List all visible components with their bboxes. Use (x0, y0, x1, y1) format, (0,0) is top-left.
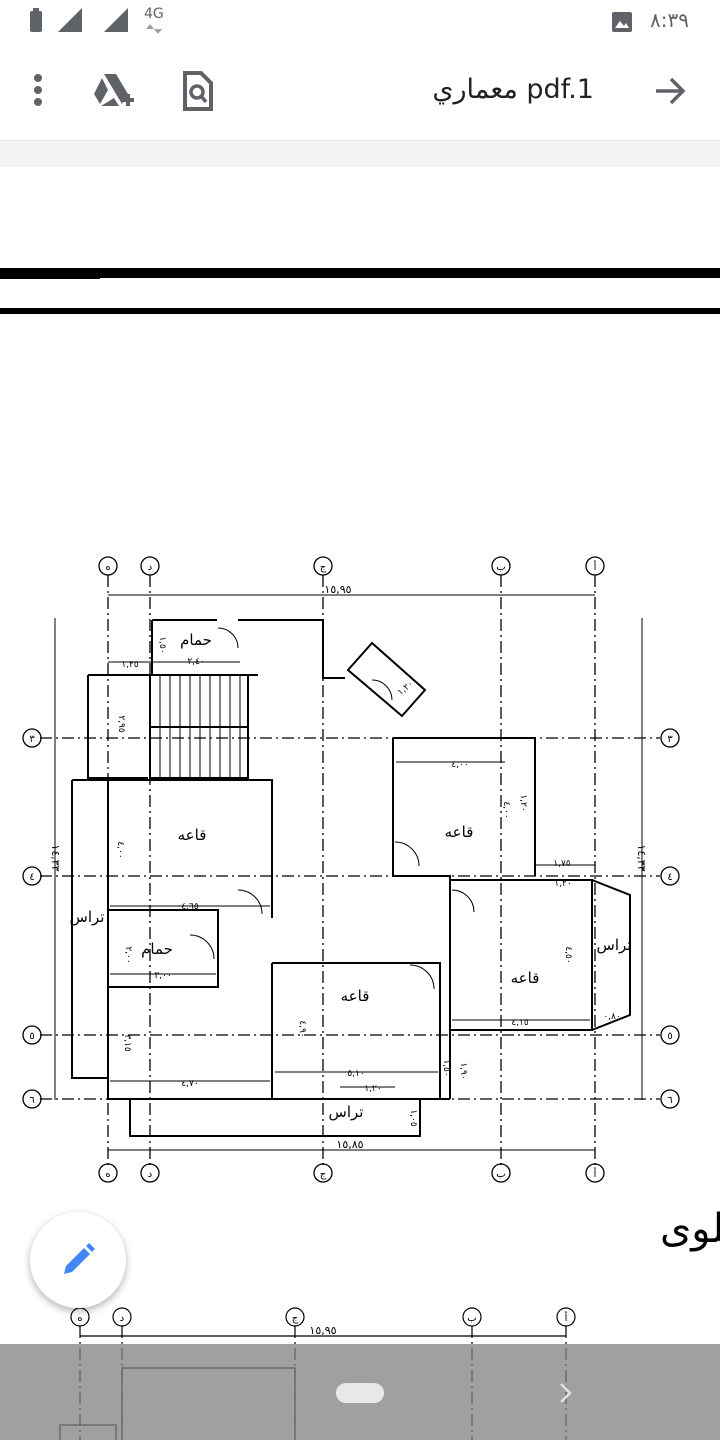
dim-9: ٤,٦٥ (181, 902, 199, 912)
axis-label-right-4: ٤ (667, 872, 672, 883)
overall-dim-right: ١٤,٣٣ (635, 844, 648, 871)
pencil-icon (64, 1243, 95, 1274)
data-arrows-icon (146, 24, 162, 34)
room-hall-right: قاعه (445, 823, 474, 841)
axis-label-right-6: ٦ (667, 1095, 672, 1106)
battery-icon (30, 8, 42, 32)
axis-label-bottom-b: ب (496, 1169, 505, 1180)
next-axis-j: ج (292, 1313, 299, 1324)
dim-16: ٤,٩٠ (297, 1020, 307, 1037)
dim-25: ١,٥٠ (441, 1059, 451, 1076)
home-gesture-pill[interactable] (336, 1383, 384, 1403)
axis-label-right-3: ٣ (667, 734, 673, 745)
overall-dim-bottom: ١٥,٨٥ (336, 1138, 363, 1151)
axis-label-left-6: ٦ (29, 1095, 34, 1106)
dim-17: ٥,١٠ (347, 1069, 364, 1079)
back-arrow-icon[interactable] (654, 76, 686, 106)
dim-20: ٣,١٥ (122, 1034, 132, 1052)
dim-24: ١,٢٠ (396, 679, 416, 698)
room-bath-left: حمام (141, 940, 173, 958)
dim-11: ٣,٠٠ (154, 971, 171, 981)
app-bar: pdf.1 معماري (0, 44, 720, 141)
dim-2: ٢,٤٠ (187, 657, 204, 667)
next-overall-dim: ١٥,٩٥ (309, 1324, 336, 1337)
axis-label-top-d: د (148, 562, 152, 573)
dim-21: ١,٩٠ (458, 1062, 468, 1079)
frame-line-thick (0, 268, 720, 278)
axis-label-top-b: ب (496, 562, 505, 573)
axis-label-top-a: أ (594, 560, 597, 573)
next-axis-h: ه (77, 1313, 82, 1324)
dim-5: ٤,٠٠ (451, 760, 468, 770)
toolbar-divider (0, 141, 720, 167)
room-hall-center: قاعه (341, 987, 370, 1005)
axis-label-left-5: ٥ (29, 1031, 34, 1042)
dim-1: ١,٢٥ (121, 660, 139, 670)
clock: ٨:٣٩ (650, 8, 689, 32)
axis-label-bottom-a: أ (594, 1167, 597, 1180)
dim-23: ١,٢٠ (554, 879, 571, 889)
chevron-right-icon[interactable] (556, 1380, 576, 1406)
dim-19: ٤,٧٠ (181, 1079, 198, 1089)
dim-10: ٤,٠٠ (115, 841, 125, 858)
find-in-page-icon[interactable] (180, 71, 214, 113)
signal-icon-2 (104, 8, 128, 32)
room-terrace-right: تراس (597, 936, 632, 954)
axis-label-right-5: ٥ (667, 1031, 672, 1042)
dim-18: ١,٢٠ (364, 1084, 381, 1094)
axis-label-bottom-h: ه (105, 1169, 110, 1180)
axis-label-left-4: ٤ (29, 872, 34, 883)
room-terrace-left: تراس (70, 908, 105, 926)
room-terrace-bottom: تراس (329, 1103, 364, 1121)
room-hall-east: قاعه (511, 969, 540, 987)
axis-label-top-h: ه (105, 562, 110, 573)
overall-dim-top: ١٥,٩٥ (324, 583, 351, 596)
dim-15: ٠,٨٠ (603, 1012, 620, 1022)
edit-fab-button[interactable] (30, 1212, 126, 1308)
stairs (150, 675, 248, 778)
frame-line (0, 308, 720, 314)
axis-label-bottom-j: ج (320, 1169, 327, 1180)
dim-14: ٤,٥٠ (563, 946, 573, 963)
more-vert-icon[interactable] (26, 72, 50, 112)
walls (71, 619, 631, 1137)
axis-label-bottom-d: د (148, 1169, 152, 1180)
room-hall-left: قاعه (178, 826, 207, 844)
axis-grid (22, 556, 680, 1183)
next-axis-d: د (120, 1313, 124, 1324)
next-axis-a: أ (565, 1311, 568, 1324)
plan-heading: المسقط الافقى الدور الاول علوى (660, 1206, 720, 1252)
dim-3: ١,٥٠ (157, 636, 167, 653)
dim-6: ١,٢٠ (518, 794, 528, 811)
dim-7: ٤,٠٠ (501, 801, 511, 818)
dim-13: ٤,١٥ (511, 1018, 529, 1028)
dim-22: ١,٠٥ (408, 1109, 418, 1127)
room-bath-top: حمام (180, 631, 212, 649)
dim-12: ٢,٠٠ (123, 946, 133, 963)
dim-4: ٢,٩٥ (116, 715, 126, 733)
network-type: 4G (144, 6, 164, 22)
signal-icon (58, 8, 82, 32)
next-axis-b: ب (467, 1313, 476, 1324)
dim-8: ١,٧٥ (553, 859, 571, 869)
image-notification-icon (612, 12, 632, 32)
doors (189, 627, 475, 990)
overall-dim-left: ١٤,٣٣ (49, 844, 62, 871)
document-title: pdf.1 معماري (432, 74, 594, 105)
status-bar: 4G ٨:٣٩ (0, 0, 720, 44)
axis-label-left-3: ٣ (29, 734, 35, 745)
axis-label-top-j: ج (320, 562, 327, 573)
drive-add-icon[interactable] (92, 72, 136, 112)
